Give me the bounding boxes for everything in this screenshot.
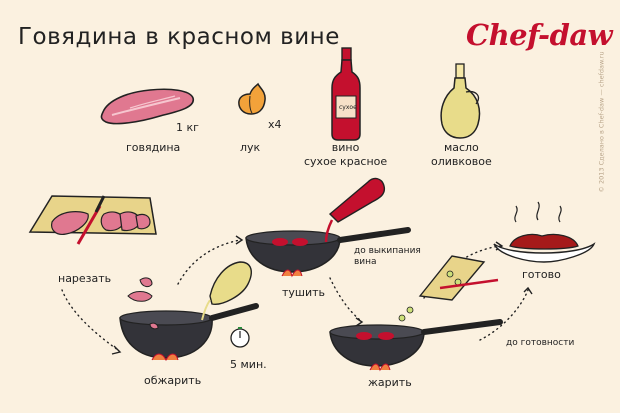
wine-bottle-icon [331,47,361,141]
step-done: готово [522,268,561,281]
onion-board-icon [418,255,499,301]
ingredient-name-wine: вино сухое красное [304,141,388,168]
timer-icon [230,327,250,348]
step-roast-note: до готовности [506,338,575,348]
timer-label: 5 мин. [230,358,267,371]
step-cut: нарезать [58,272,112,285]
onion-icon [238,82,266,115]
meat-icon [100,88,194,125]
pan-icon-fry [119,277,259,362]
page-title: Говядина в красном вине [18,24,340,50]
step-stew-note: до выкипания вина [354,246,421,267]
pan-icon-roast [329,306,503,372]
ingredient-name-oil: масло оливковое [431,141,492,168]
plate-icon [493,201,596,263]
wine-pour-icon [324,177,386,243]
cutting-board-icon [28,195,157,245]
pan-icon-stew [245,227,411,278]
olive-oil-pour-icon [201,261,252,321]
ingredient-qty-onion: x4 [268,118,282,131]
ingredient-name-beef: говядина [126,141,181,154]
ingredient-qty-beef: 1 кг [176,121,199,134]
step-roast: жарить [368,376,412,389]
step-stew: тушить [282,286,326,299]
copyright-text: © 2013 Сделано в Chef-daw — chefdaw.ru [597,51,606,193]
bottle-label: сухое [339,104,357,111]
ingredient-name-onion: лук [240,141,261,154]
logo: Chef-daw [466,18,613,52]
step-fry: обжарить [144,374,202,387]
olive-oil-icon [440,63,481,139]
